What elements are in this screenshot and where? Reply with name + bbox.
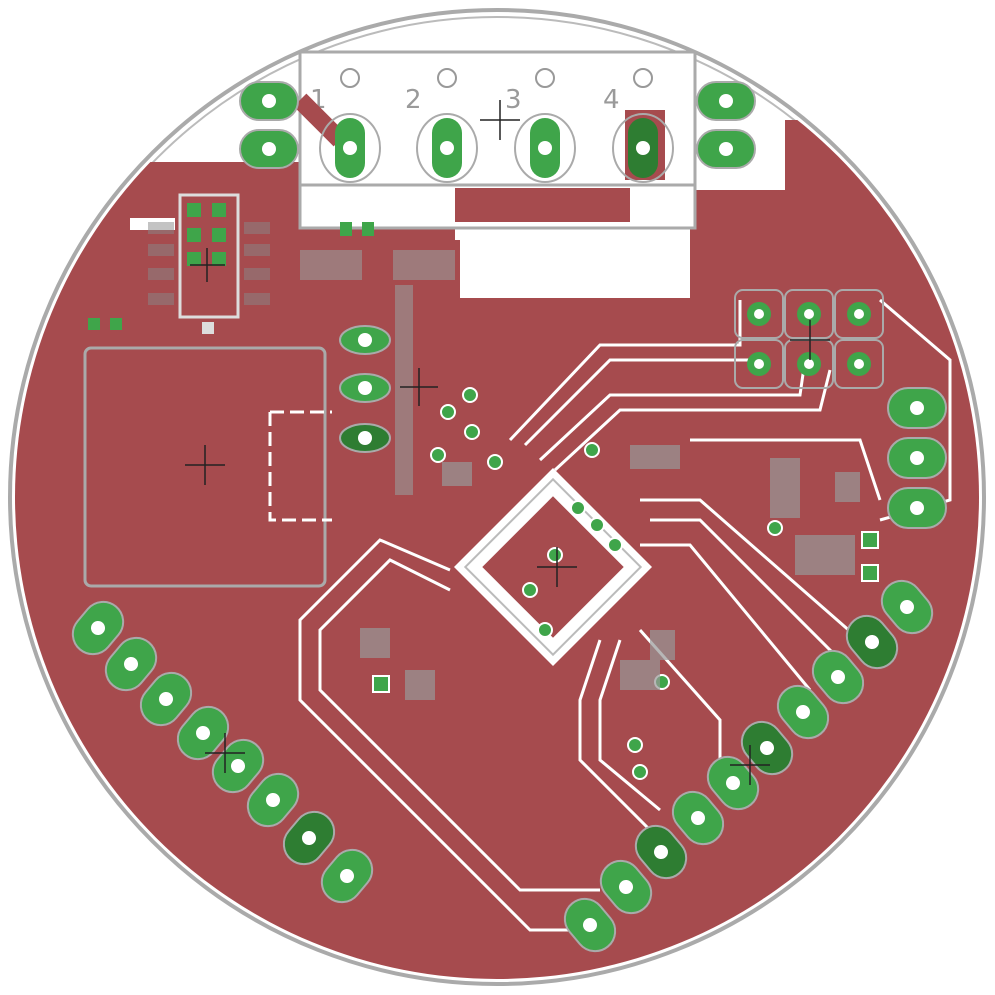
connector-pin-label-3: 3 [505, 85, 522, 115]
connector-housing: 1 2 3 4 [293, 50, 697, 230]
edge-pads-right [563, 579, 934, 953]
header-pads-right [734, 289, 884, 389]
connector-pin-label-4: 4 [603, 85, 620, 115]
soic-chip [130, 193, 270, 334]
connector-pin-label-2: 2 [405, 85, 422, 115]
side-pads-right [887, 387, 947, 529]
crosshair-icon [185, 100, 830, 785]
cap-pads [300, 222, 455, 495]
pad-icon [416, 113, 478, 183]
top-left-pads [239, 81, 299, 169]
smd-parts [360, 445, 860, 700]
connector-pads [319, 113, 674, 183]
pad-icon [514, 113, 576, 183]
large-component [83, 318, 332, 588]
top-right-pads [696, 81, 756, 169]
traces [298, 298, 952, 932]
vias [372, 387, 879, 780]
pad-icon [612, 113, 674, 183]
pad-icon [319, 113, 381, 183]
edge-pads-left [71, 600, 374, 904]
